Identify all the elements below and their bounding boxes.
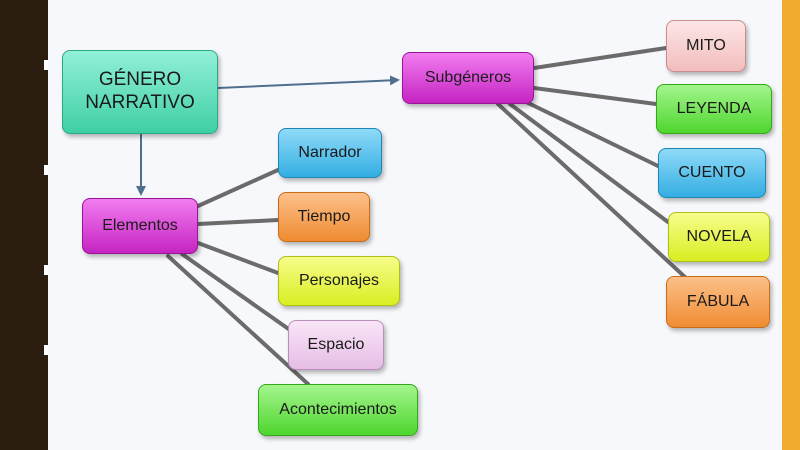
slide-frame-left <box>0 0 52 450</box>
node-genero-narrativo: GÉNERO NARRATIVO <box>62 50 218 134</box>
link-subgeneros-leyenda <box>532 86 658 106</box>
node-narrador: Narrador <box>278 128 382 178</box>
node-novela: NOVELA <box>668 212 770 262</box>
link-elementos-acontecimientos <box>166 254 310 386</box>
node-mito: MITO <box>666 20 746 72</box>
node-elementos: Elementos <box>82 198 198 254</box>
node-leyenda: LEYENDA <box>656 84 772 134</box>
link-subgeneros-fabula <box>496 102 688 280</box>
node-subgeneros: Subgéneros <box>402 52 534 104</box>
link-elementos-personajes <box>196 241 280 275</box>
node-tiempo: Tiempo <box>278 192 370 242</box>
link-subgeneros-novela <box>508 102 670 224</box>
node-cuento: CUENTO <box>658 148 766 198</box>
node-espacio: Espacio <box>288 320 384 370</box>
node-acontecimientos: Acontecimientos <box>258 384 418 436</box>
link-elementos-tiempo <box>196 218 280 226</box>
arrow-root-to-subgeneros <box>217 75 400 89</box>
link-elementos-espacio <box>180 252 292 332</box>
node-personajes: Personajes <box>278 256 400 306</box>
link-subgeneros-mito <box>532 46 668 70</box>
link-elementos-narrador <box>196 168 280 208</box>
node-fabula: FÁBULA <box>666 276 770 328</box>
slide-frame-right <box>782 0 800 450</box>
link-subgeneros-cuento <box>520 98 660 168</box>
